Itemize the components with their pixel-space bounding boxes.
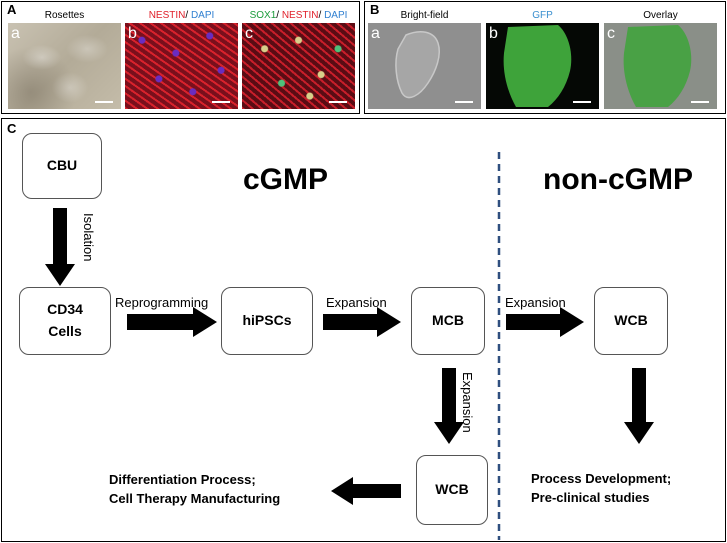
tile-letter-b: b <box>489 25 498 42</box>
nestin-dapi-image: b <box>125 23 238 109</box>
sox1-nestin-dapi-title: SOX1/ NESTIN/ DAPI <box>242 10 355 21</box>
preclinical-text: Pre-clinical studies <box>531 490 650 505</box>
scale-bar <box>691 101 709 103</box>
hipscs-box: hiPSCs <box>221 287 313 355</box>
cd34-label: CD34 <box>47 301 83 318</box>
title-part: NESTIN <box>281 10 319 21</box>
tile-letter-a: a <box>11 25 20 42</box>
bright-field-image: a <box>368 23 481 109</box>
cells-label: Cells <box>48 323 82 339</box>
scale-bar <box>212 101 230 103</box>
title-part: DAPI <box>190 10 215 21</box>
cgmp-divider <box>497 152 501 540</box>
scale-bar <box>329 101 347 103</box>
title-part: NESTIN <box>148 10 186 21</box>
cell-therapy-text: Cell Therapy Manufacturing <box>109 491 281 506</box>
title-part: / <box>185 10 191 21</box>
reprogramming-label: Reprogramming <box>115 295 209 310</box>
expansion-arrow-1 <box>323 307 401 337</box>
scale-bar <box>455 101 473 103</box>
panel-c-letter: C <box>7 121 17 136</box>
title-part: SOX1 <box>249 10 277 21</box>
bright-field-title: Bright-field <box>400 10 449 21</box>
scale-bar <box>573 101 591 103</box>
reprogramming-arrow <box>127 307 217 337</box>
cgmp-outcome: Differentiation Process; Cell Therapy Ma… <box>109 470 280 508</box>
wcb-box-noncgmp: WCB <box>594 287 668 355</box>
title-part: / <box>318 10 325 21</box>
isolation-arrow <box>45 208 75 286</box>
cbu-box: CBU <box>22 133 102 199</box>
overlay-image: c <box>604 23 717 109</box>
cd34-cells-box: CD34 Cells <box>19 287 111 355</box>
gfp-title: GFP <box>532 10 553 21</box>
mcb-box: MCB <box>411 287 485 355</box>
wcb-box-cgmp: WCB <box>416 455 488 525</box>
tile-letter-c: c <box>245 25 253 42</box>
expansion-label-1: Expansion <box>326 295 387 310</box>
noncgmp-outcome: Process Development; Pre-clinical studie… <box>531 469 671 507</box>
title-part: / <box>276 10 282 21</box>
isolation-label: Isolation <box>81 213 96 262</box>
nestin-dapi-title-parts: NESTIN/ DAPI <box>149 10 215 21</box>
overlay-colony <box>623 25 692 107</box>
manufacturing-arrow <box>331 477 401 505</box>
process-development-text: Process Development; <box>531 471 672 486</box>
sox1-nestin-dapi-title-parts: SOX1/ NESTIN/ DAPI <box>250 10 348 21</box>
expansion-label-3: Expansion <box>460 372 475 433</box>
scale-bar <box>95 101 113 103</box>
gfp-colony <box>503 25 572 107</box>
sox1-nestin-dapi-image: c <box>242 23 355 109</box>
rosettes-title: Rosettes <box>44 10 85 21</box>
tile-letter-b: b <box>128 25 137 42</box>
gfp-image: b <box>486 23 599 109</box>
tile-letter-c: c <box>607 25 615 42</box>
nestin-dapi-title: NESTIN/ DAPI <box>125 10 238 21</box>
panel-b-letter: B <box>370 2 380 17</box>
expansion-arrow-3 <box>434 368 464 444</box>
tile-letter-a: a <box>371 25 380 42</box>
non-cgmp-heading: non-cGMP <box>543 163 693 196</box>
colony-outline <box>395 30 440 99</box>
expansion-arrow-2 <box>506 307 584 337</box>
title-part: DAPI <box>324 10 348 21</box>
overlay-title: Overlay <box>643 10 678 21</box>
noncgmp-down-arrow <box>624 368 654 444</box>
cgmp-heading: cGMP <box>243 163 329 196</box>
expansion-label-2: Expansion <box>505 295 566 310</box>
panel-a-letter: A <box>7 2 17 17</box>
differentiation-text: Differentiation Process; <box>109 472 256 487</box>
rosettes-image: a <box>8 23 121 109</box>
